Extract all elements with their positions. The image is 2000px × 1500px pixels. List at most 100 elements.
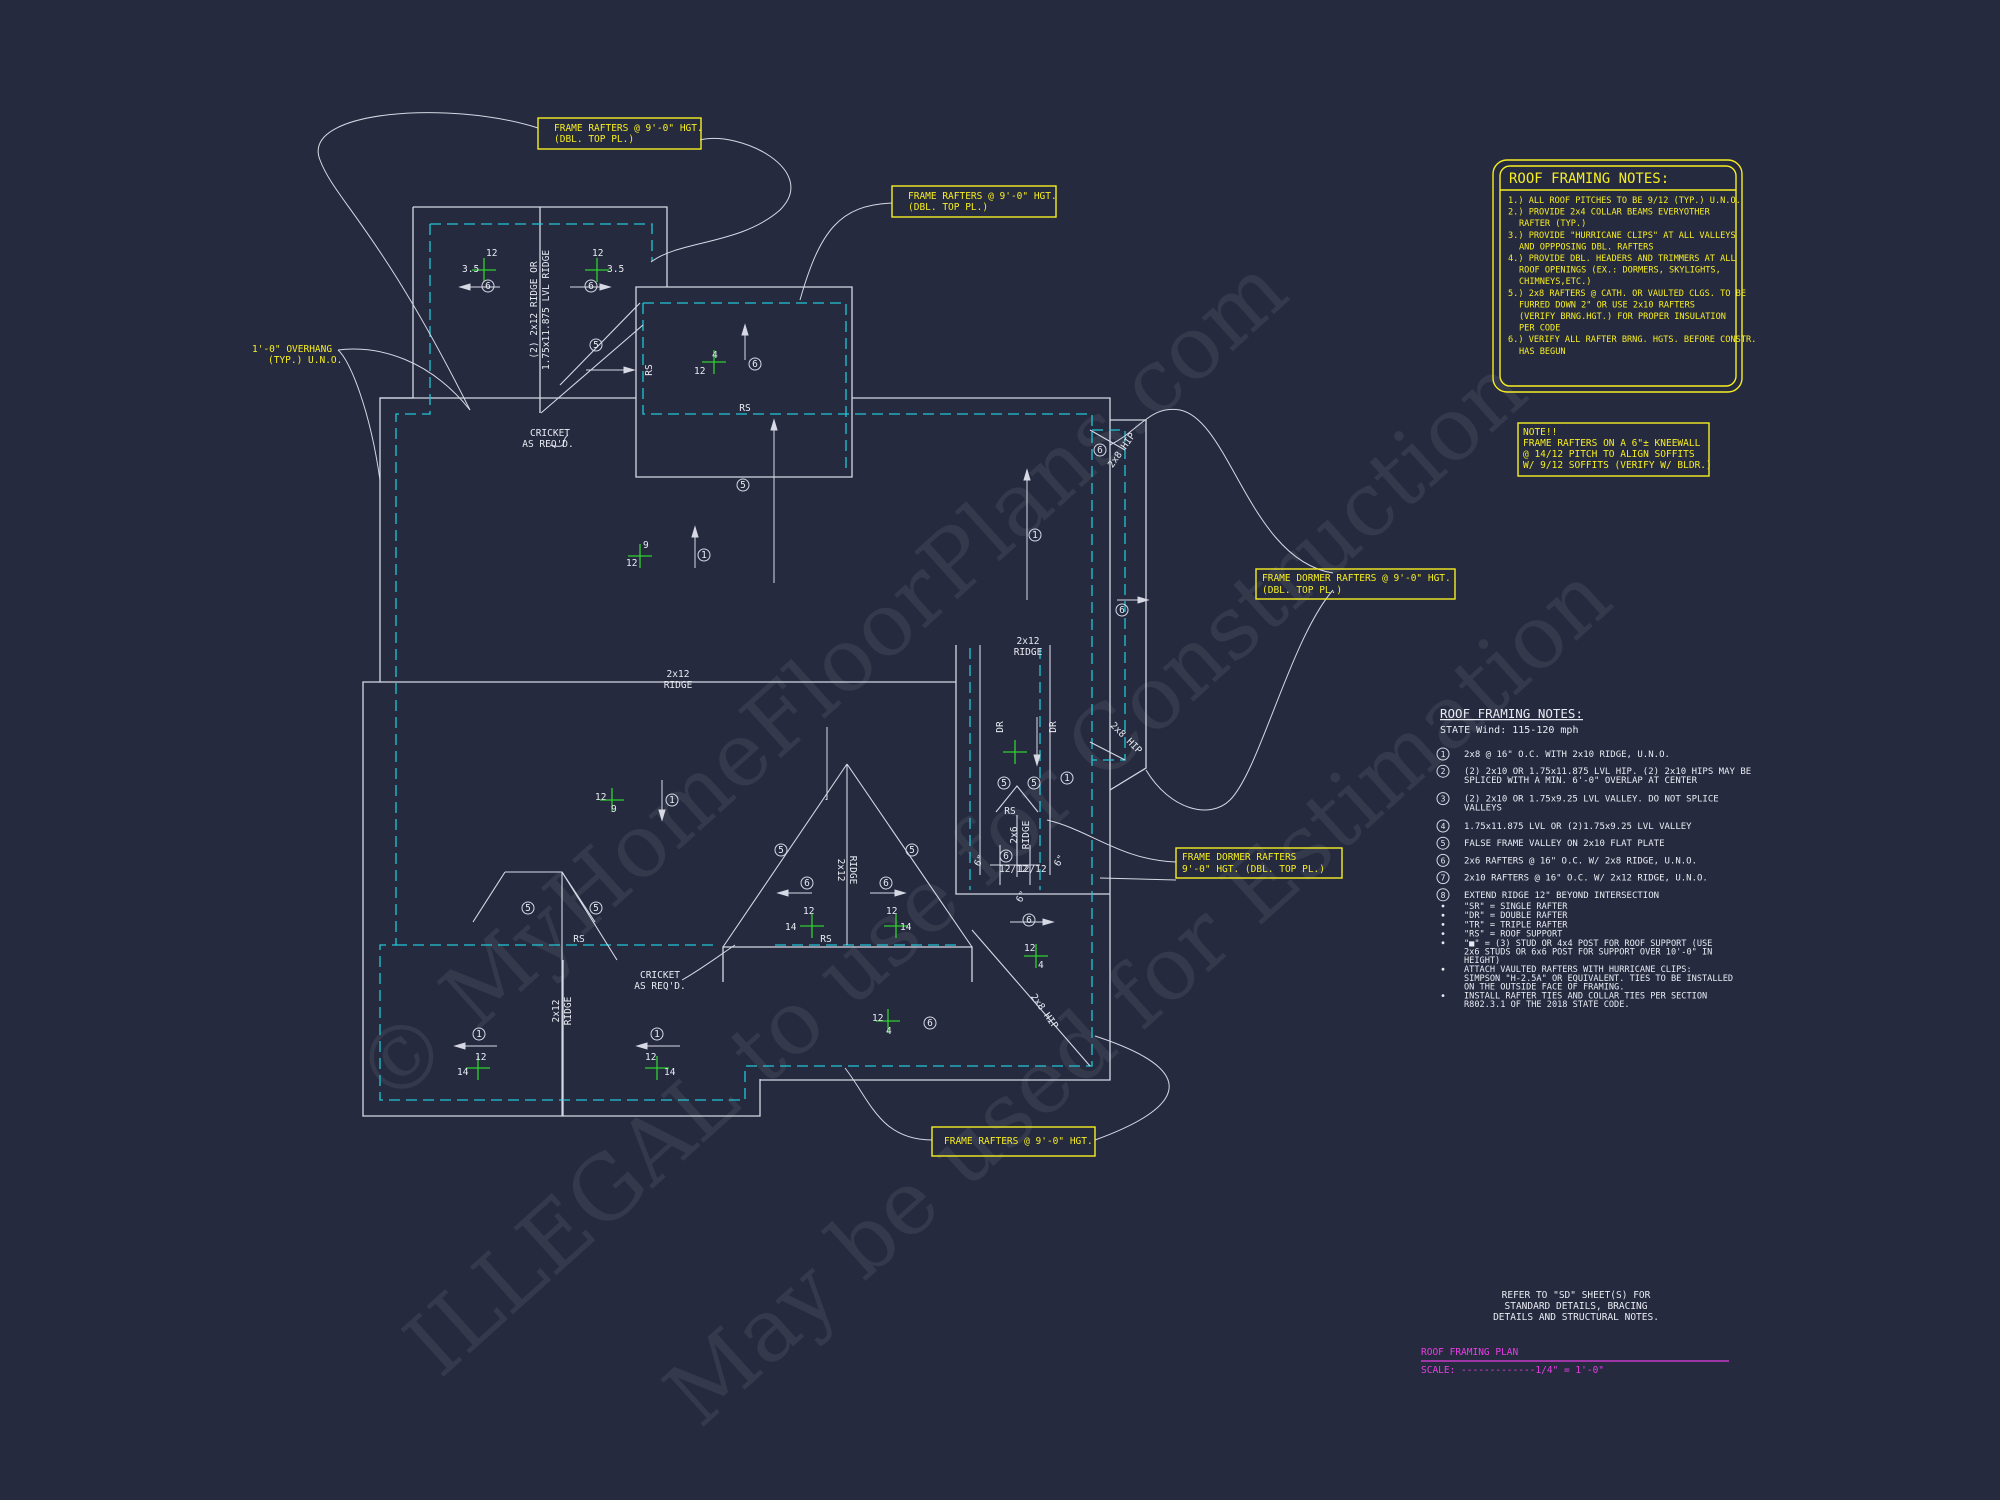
ridge-label: RIDGE — [847, 856, 858, 885]
notes-box-line: PER CODE — [1519, 324, 1560, 334]
legend-item-text: VALLEYS — [1464, 804, 1502, 814]
notes-box-line: RAFTER (TYP.) — [1519, 219, 1586, 229]
legend-bullet-text: ATTACH VAULTED RAFTERS WITH HURRICANE CL… — [1464, 965, 1692, 975]
pitch-label: 12/12 — [999, 864, 1028, 875]
legend-bullet-dot — [1441, 967, 1445, 971]
refer-note: DETAILS AND STRUCTURAL NOTES. — [1493, 1312, 1659, 1323]
roof-outline — [362, 206, 1147, 1117]
pitch-label: 12/12 — [1018, 864, 1047, 875]
legend-item-text: 2x6 RAFTERS @ 16" O.C. W/ 2x8 RIDGE, U.N… — [1464, 856, 1697, 866]
legend-bullet-dot — [1441, 941, 1445, 945]
notes-box-line: 3.) PROVIDE "HURRICANE CLIPS" AT ALL VAL… — [1508, 231, 1736, 241]
legend-item-text: (2) 2x10 OR 1.75x9.25 LVL VALLEY. DO NOT… — [1464, 795, 1719, 805]
pitch-label: 9 — [643, 540, 649, 551]
callout-dormer-lower: FRAME DORMER RAFTERS — [1182, 852, 1297, 863]
callout-top-mid: FRAME RAFTERS @ 9'-0" HGT. — [908, 191, 1057, 202]
framing-note-marker-numbers: 6 6 5 6 5 1 1 6 6 1 5 5 6 6 5 5 5 5 1 6 … — [476, 281, 1125, 1040]
marker-number: 6 — [1003, 851, 1009, 862]
watermark: © MyHomeFloorPlans.com ILLEGAL to use fo… — [335, 237, 1630, 1446]
callout-dormer-right: (DBL. TOP PL.) — [1262, 585, 1342, 596]
legend-bullet-text: "TR" = TRIPLE RAFTER — [1464, 920, 1568, 930]
marker-number: 5 — [593, 903, 599, 914]
ridge-label: 2x12 — [667, 669, 690, 680]
marker-number: 1 — [1032, 530, 1038, 541]
wall-line-dashed — [379, 223, 1126, 1101]
legend-bullet-text: "SR" = SINGLE RAFTER — [1464, 902, 1568, 912]
pitch-label: 12 — [595, 792, 606, 803]
leader-lines — [317, 112, 1334, 1141]
legend-bullet-dot — [1441, 904, 1445, 908]
notes-box-line: 1.) ALL ROOF PITCHES TO BE 9/12 (TYP.) U… — [1508, 196, 1741, 206]
legend-marker — [1436, 819, 1450, 833]
legend-bullet-dot — [1441, 932, 1445, 935]
cricket-label: CRICKET — [530, 428, 570, 439]
notes-box-line: (VERIFY BRNG.HGT.) FOR PROPER INSULATION — [1519, 312, 1726, 322]
legend-marker — [1436, 888, 1450, 902]
callout-top-mid: (DBL. TOP PL.) — [908, 202, 988, 213]
pitch-symbols — [466, 258, 1048, 1080]
marker-number: 1 — [669, 795, 675, 806]
legend-marker-number: 8 — [1441, 891, 1446, 900]
callout-top-left: FRAME RAFTERS @ 9'-0" HGT. — [554, 123, 703, 134]
legend-bullet-text: R802.3.1 OF THE 2018 STATE CODE. — [1464, 1000, 1630, 1010]
legend-marker — [1436, 853, 1450, 867]
marker-number: 6 — [883, 878, 889, 889]
pitch-label: 9 — [611, 804, 617, 815]
rs-label: RS — [739, 403, 751, 414]
legend-marker — [1436, 792, 1450, 806]
refer-note: REFER TO "SD" SHEET(S) FOR — [1502, 1290, 1651, 1301]
ridge-label: RIDGE — [1014, 647, 1043, 658]
legend-marker-number: 4 — [1441, 822, 1446, 831]
notes-box-items: 1.) ALL ROOF PITCHES TO BE 9/12 (TYP.) U… — [1508, 196, 1756, 357]
dr-label: DR — [1048, 721, 1059, 733]
marker-number: 1 — [476, 1029, 482, 1040]
dim-label: 6" — [972, 853, 987, 868]
ridge-label: 2x12 — [1017, 636, 1040, 647]
notes-box-line: 6.) VERIFY ALL RAFTER BRNG. HGTS. BEFORE… — [1508, 335, 1756, 345]
ridge-label: 2x6 — [1009, 826, 1020, 843]
marker-number: 1 — [654, 1029, 660, 1040]
legend-bullet-text: HEIGHT) — [1464, 956, 1500, 966]
kneewall-note: @ 14/12 PITCH TO ALIGN SOFFITS — [1523, 449, 1695, 460]
marker-number: 5 — [593, 340, 599, 351]
marker-number: 6 — [1097, 445, 1103, 456]
notes-box-line: AND OPPPOSING DBL. RAFTERS — [1519, 242, 1654, 252]
legend-marker-number: 7 — [1441, 874, 1446, 883]
legend-bullet-text: ON THE OUTSIDE FACE OF FRAMING. — [1464, 982, 1624, 992]
legend-marker — [1436, 836, 1450, 850]
legend-bullet-text: INSTALL RAFTER TIES AND COLLAR TIES PER … — [1464, 992, 1707, 1002]
marker-number: 5 — [525, 903, 531, 914]
callout-bottom: FRAME RAFTERS @ 9'-0" HGT. — [944, 1136, 1093, 1147]
callout-overhang: (TYP.) U.N.O. — [268, 355, 342, 366]
notes-box-line: 2.) PROVIDE 2x4 COLLAR BEAMS EVERYOTHER — [1508, 208, 1711, 218]
notes-box-line: CHIMNEYS,ETC.) — [1519, 277, 1591, 287]
ridge-label: RIDGE — [563, 996, 574, 1025]
legend-bullets: "SR" = SINGLE RAFTER"DR" = DOUBLE RAFTER… — [1441, 902, 1733, 1010]
legend-marker — [1436, 747, 1450, 761]
rafter-direction-arrows — [453, 283, 1150, 1050]
rs-label: RS — [573, 934, 585, 945]
legend-item-text: FALSE FRAME VALLEY ON 2x10 FLAT PLATE — [1464, 839, 1664, 849]
legend-title: ROOF FRAMING NOTES: — [1440, 706, 1583, 721]
notes-box-title: ROOF FRAMING NOTES: — [1509, 171, 1669, 187]
ridge-label: 2x12 — [835, 859, 846, 882]
legend-bullet-dot — [1441, 913, 1445, 917]
ridge-label: RIDGE — [1021, 820, 1032, 849]
ridge-label: RIDGE — [664, 680, 693, 691]
marker-number: 5 — [909, 845, 915, 856]
marker-number: 6 — [588, 281, 594, 292]
callout-boxes — [537, 117, 1743, 1157]
notes-box-line: 4.) PROVIDE DBL. HEADERS AND TRIMMERS AT… — [1508, 254, 1736, 264]
pitch-values: 12 3.5 12 3.5 4 12 9 12 12 9 12 14 12 14… — [457, 248, 1047, 1078]
pitch-label: 12 — [475, 1052, 486, 1063]
notes-box-line: 5.) 2x8 RAFTERS @ CATH. OR VAULTED CLGS.… — [1508, 289, 1746, 299]
legend-marker-number: 2 — [1441, 767, 1446, 776]
framing-legend: ROOF FRAMING NOTES: STATE Wind: 115-120 … — [1436, 706, 1751, 1010]
legend-marker — [1436, 764, 1450, 778]
pitch-label: 3.5 — [607, 264, 624, 275]
kneewall-note: W/ 9/12 SOFFITS (VERIFY W/ BLDR.) — [1523, 460, 1712, 471]
title-block: REFER TO "SD" SHEET(S) FOR STANDARD DETA… — [1421, 1290, 1729, 1376]
marker-number: 6 — [1026, 915, 1032, 926]
pitch-label: 12 — [592, 248, 603, 259]
pitch-label: 14 — [900, 922, 912, 933]
